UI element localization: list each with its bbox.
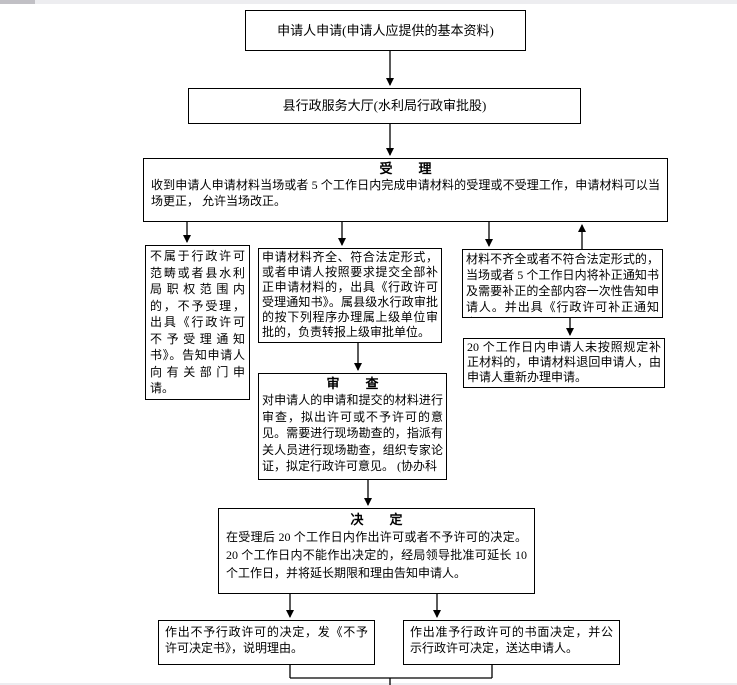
node-incomplete-body: 材料不齐全或者不符合法定形式的，当场或者 5 个工作日内将补正通知书及需要补正的… (466, 252, 659, 317)
node-applicant-label: 申请人申请(申请人应提供的基本资料) (277, 22, 494, 38)
node-deny: 作出不予行政许可的决定，发《不予许可决定书》，说明理由。 (158, 620, 375, 665)
window-edge-strip-light (35, 0, 737, 4)
node-service-hall-label: 县行政服务大厅(水利局行政审批股) (282, 98, 487, 113)
node-review-body: 对申请人的申请和提交的材料进行审查，拟出许可或不予许可的意见。需要进行现场勘查的… (262, 393, 443, 473)
node-acceptance-title: 受 理 (379, 161, 432, 176)
node-approve: 作出准予行政许可的书面决定，并公示行政许可决定，送达申请人。 (403, 620, 620, 665)
window-edge-strip-dark (0, 0, 35, 4)
node-review: 审 查 对申请人的申请和提交的材料进行审查，拟出许可或不予许可的意见。需要进行现… (258, 373, 447, 480)
node-decision-body: 在受理后 20 个工作日内作出许可或者不予许可的决定。20 个工作日内不能作出决… (226, 530, 527, 580)
node-deny-body: 作出不予行政许可的决定，发《不予许可决定书》，说明理由。 (165, 625, 368, 655)
node-acceptance: 受 理 收到申请人申请材料当场或者 5 个工作日内完成申请材料的受理或不受理工作… (143, 158, 668, 222)
node-not-accepted: 不属于行政许可范畴或者县水利局职权范围内的，不予受理，出具《行政许可不予受理通知… (145, 245, 250, 400)
node-approve-body: 作出准予行政许可的书面决定，并公示行政许可决定，送达申请人。 (410, 625, 613, 655)
node-overdue-body: 20 个工作日内申请人未按照规定补正材料的，申请材料退回申请人，由申请人重新办理… (467, 340, 661, 384)
node-applicant: 申请人申请(申请人应提供的基本资料) (245, 10, 526, 51)
node-not-accepted-body: 不属于行政许可范畴或者县水利局职权范围内的，不予受理，出具《行政许可不予受理通知… (150, 249, 245, 395)
node-accepted: 申请材料齐全、符合法定形式，或者申请人按照要求提交全部补正申请材料的，出具《行政… (258, 248, 442, 343)
node-incomplete: 材料不齐全或者不符合法定形式的，当场或者 5 个工作日内将补正通知书及需要补正的… (462, 249, 663, 318)
node-accepted-body: 申请材料齐全、符合法定形式，或者申请人按照要求提交全部补正申请材料的，出具《行政… (262, 250, 438, 339)
node-decision: 决 定 在受理后 20 个工作日内作出许可或者不予许可的决定。20 个工作日内不… (218, 508, 535, 594)
node-review-title: 审 查 (326, 376, 379, 391)
node-service-hall: 县行政服务大厅(水利局行政审批股) (188, 88, 581, 124)
node-acceptance-body: 收到申请人申请材料当场或者 5 个工作日内完成申请材料的受理或不受理工作，申请材… (151, 178, 660, 208)
window-edge-strip-bottom (0, 683, 737, 685)
node-overdue: 20 个工作日内申请人未按照规定补正材料的，申请材料退回申请人，由申请人重新办理… (463, 338, 665, 388)
node-decision-title: 决 定 (350, 512, 403, 527)
